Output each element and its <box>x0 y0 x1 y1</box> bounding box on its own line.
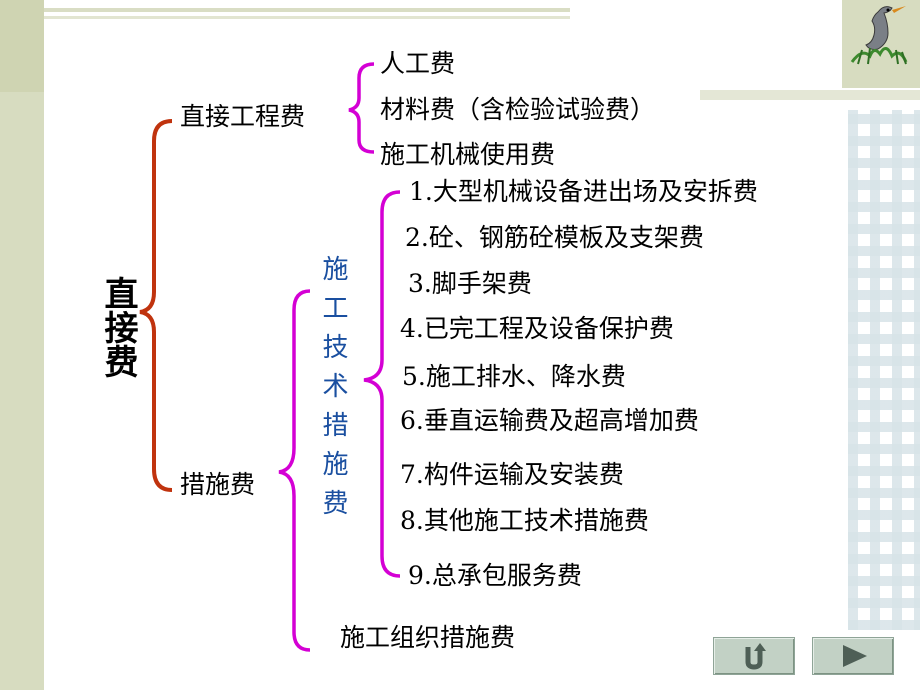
root-title: 直接费 <box>94 256 138 397</box>
next-button[interactable] <box>812 637 894 675</box>
root-title-text: 直接费 <box>98 275 138 378</box>
technical-item-8: 8.其他施工技术措施费 <box>400 506 649 535</box>
technical-measures-text: 施工技术措施费 <box>318 255 348 528</box>
direct-item-2: 材料费（含检验试验费） <box>380 95 656 124</box>
organization-measures-label: 施工组织措施费 <box>340 623 516 652</box>
technical-item-2: 2.砼、钢筋砼模板及支架费 <box>405 223 704 252</box>
technical-item-3: 3.脚手架费 <box>408 269 532 298</box>
technical-item-1: 1.大型机械设备进出场及安拆费 <box>409 177 758 206</box>
direct-brace <box>348 62 375 154</box>
measures-brace <box>278 289 311 652</box>
right-decor-band <box>700 90 920 100</box>
play-triangle-icon <box>843 645 867 667</box>
top-decor-line-2 <box>44 16 570 19</box>
technical-measures-label: 施工技术措施费 <box>313 255 348 528</box>
right-decor-grid <box>848 110 920 630</box>
technical-item-6: 6.垂直运输费及超高增加费 <box>400 406 699 435</box>
heron-logo-icon <box>850 6 908 65</box>
top-decor-line <box>44 8 570 12</box>
back-button[interactable] <box>713 637 795 675</box>
technical-item-9: 9.总承包服务费 <box>408 561 582 590</box>
technical-brace <box>363 190 401 578</box>
direct-engineering-label: 直接工程费 <box>180 102 306 131</box>
root-brace <box>139 119 173 492</box>
left-decor-cap <box>0 0 44 92</box>
technical-item-4: 4.已完工程及设备保护费 <box>400 314 674 343</box>
direct-item-3: 施工机械使用费 <box>380 140 556 169</box>
return-arrow-icon <box>745 643 766 670</box>
direct-item-1: 人工费 <box>380 49 456 78</box>
measures-label: 措施费 <box>180 470 256 499</box>
technical-item-7: 7.构件运输及安装费 <box>400 460 624 489</box>
left-decor-bar <box>0 0 44 690</box>
technical-item-5: 5.施工排水、降水费 <box>402 362 626 391</box>
